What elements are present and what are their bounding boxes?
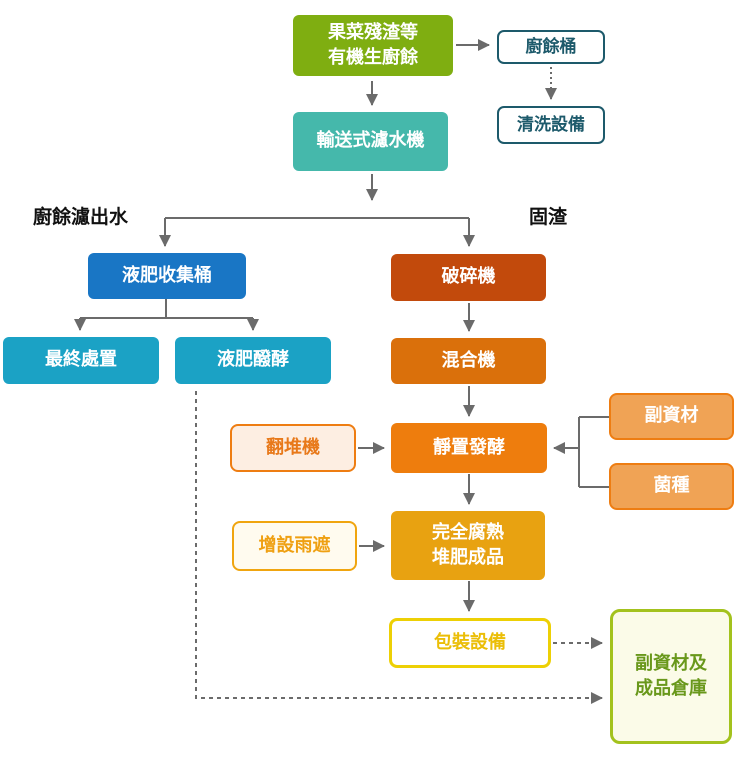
node-waste-bucket: 廚餘桶 — [497, 30, 605, 64]
node-static-ferment: 靜置發酵 — [391, 423, 547, 473]
node-liquid-collect: 液肥收集桶 — [88, 253, 246, 299]
label-solid-residue: 固渣 — [529, 206, 568, 228]
node-final-disposal: 最終處置 — [3, 337, 159, 384]
node-turner: 翻堆機 — [230, 424, 356, 472]
node-strain: 菌種 — [609, 463, 734, 510]
node-packing: 包裝設備 — [389, 618, 551, 668]
node-conveyor-filter: 輸送式濾水機 — [293, 112, 448, 171]
node-raw-waste: 果菜殘渣等 有機生廚餘 — [293, 15, 453, 76]
label-filtrate: 廚餘濾出水 — [33, 206, 129, 228]
node-aux-material: 副資材 — [609, 393, 734, 440]
node-warehouse: 副資材及 成品倉庫 — [610, 609, 732, 744]
node-cleaning-equipment: 清洗設備 — [497, 106, 605, 144]
node-liquid-ferment: 液肥醱酵 — [175, 337, 331, 384]
node-compost-product: 完全腐熟 堆肥成品 — [391, 511, 545, 580]
arrow-ferment-to-warehouse — [195, 391, 603, 704]
node-crusher: 破碎機 — [391, 254, 546, 301]
node-mixer: 混合機 — [391, 338, 546, 384]
node-rain-cover: 增設雨遮 — [232, 521, 357, 571]
